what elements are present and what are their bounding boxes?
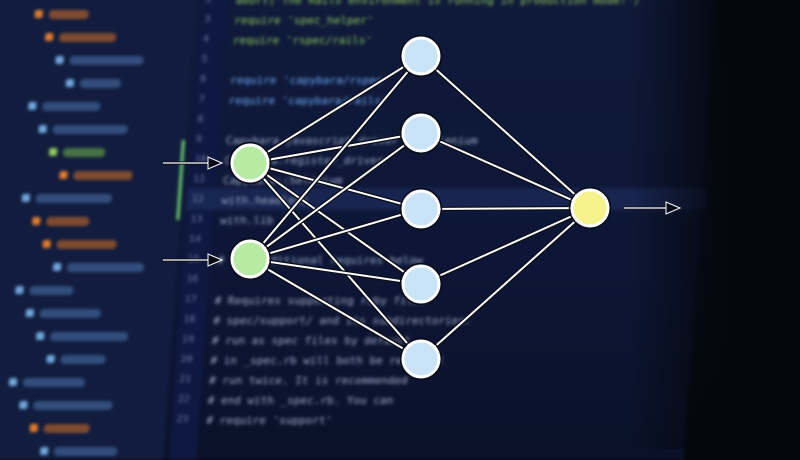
hidden-node [401, 36, 441, 76]
network-edge [249, 55, 422, 260]
network-edge [420, 207, 591, 360]
hidden-node [401, 264, 441, 304]
input-node-outline [228, 141, 272, 185]
input-arrow-1-head [207, 156, 224, 170]
network-edge [249, 132, 422, 164]
input-node [230, 239, 270, 279]
neural-network-diagram [163, 34, 682, 381]
network-edge [420, 207, 591, 210]
network-edge [420, 132, 591, 209]
hidden-node [401, 113, 441, 153]
input-node-outline [228, 237, 272, 281]
network-arrows [163, 156, 682, 267]
hidden-node [401, 189, 441, 229]
output-node [570, 188, 610, 228]
hidden-node-outline [399, 34, 443, 78]
hidden-node-outline [399, 111, 443, 155]
network-edge [249, 162, 422, 285]
network-edge [420, 55, 591, 209]
network-edge [249, 258, 422, 285]
hidden-node-outline [399, 337, 443, 381]
network-edge [249, 162, 422, 360]
network-edge [249, 162, 422, 210]
hidden-node-outline [399, 187, 443, 231]
output-node-outline [568, 186, 612, 230]
network-edge [420, 207, 591, 285]
network-edge [249, 55, 422, 164]
monitor-bezel-fade [630, 0, 800, 449]
network-edge [249, 258, 422, 360]
network-edge [249, 132, 422, 260]
network-edge [249, 208, 422, 260]
network-edges [248, 54, 592, 361]
input-arrow-2-head [207, 253, 224, 267]
network-nodes [228, 34, 612, 381]
input-node [230, 143, 270, 183]
hidden-node-outline [399, 262, 443, 306]
hidden-node [401, 339, 441, 379]
output-arrow-head [665, 201, 682, 215]
